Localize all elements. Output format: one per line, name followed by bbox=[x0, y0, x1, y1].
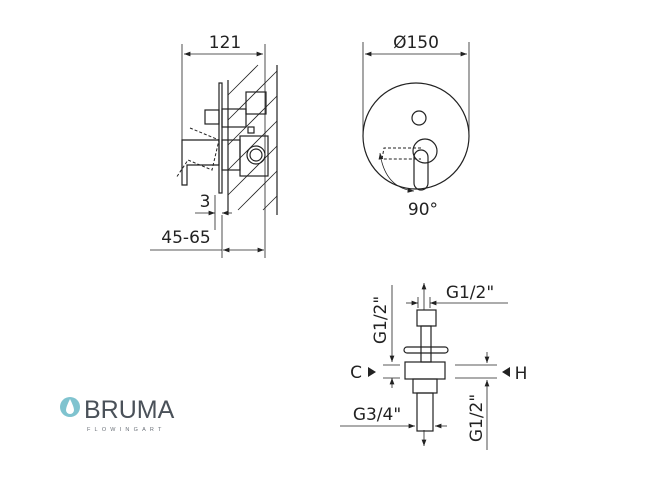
hot-inlet-arrow bbox=[502, 367, 510, 377]
right-thread-label: G1/2" bbox=[467, 394, 487, 442]
handle-lever bbox=[413, 149, 429, 191]
rotation-label: 90° bbox=[408, 200, 438, 220]
brand-name: BRUMA bbox=[84, 396, 175, 424]
bruma-logo: BRUMA FLOWINGART bbox=[60, 396, 175, 433]
valve-body bbox=[204, 91, 269, 177]
connection-view: G1/2" G1/2" C H G1/2" G3/4" bbox=[340, 283, 527, 450]
plate-thickness-label: 3 bbox=[200, 192, 211, 212]
diameter-label: Ø150 bbox=[393, 33, 439, 53]
handle-knob bbox=[412, 138, 438, 164]
side-view: 121 bbox=[150, 33, 278, 258]
hot-label: H bbox=[515, 364, 528, 384]
brand-tagline: FLOWINGART bbox=[87, 427, 166, 433]
depth-label: 121 bbox=[209, 33, 241, 53]
wall-depth-label: 45-65 bbox=[161, 228, 210, 248]
cold-label: C bbox=[350, 363, 362, 383]
cold-inlet-arrow bbox=[368, 367, 376, 377]
handle bbox=[175, 127, 220, 186]
wall-hatch bbox=[227, 64, 278, 215]
cover-plate bbox=[218, 82, 223, 194]
cover-plate-circle bbox=[362, 82, 470, 190]
bottom-thread-label: G3/4" bbox=[353, 405, 401, 425]
front-view: Ø150 90° bbox=[362, 33, 470, 220]
diverter-hole bbox=[411, 110, 427, 126]
top-thread-label: G1/2" bbox=[446, 283, 494, 303]
left-thread-label: G1/2" bbox=[371, 296, 391, 344]
